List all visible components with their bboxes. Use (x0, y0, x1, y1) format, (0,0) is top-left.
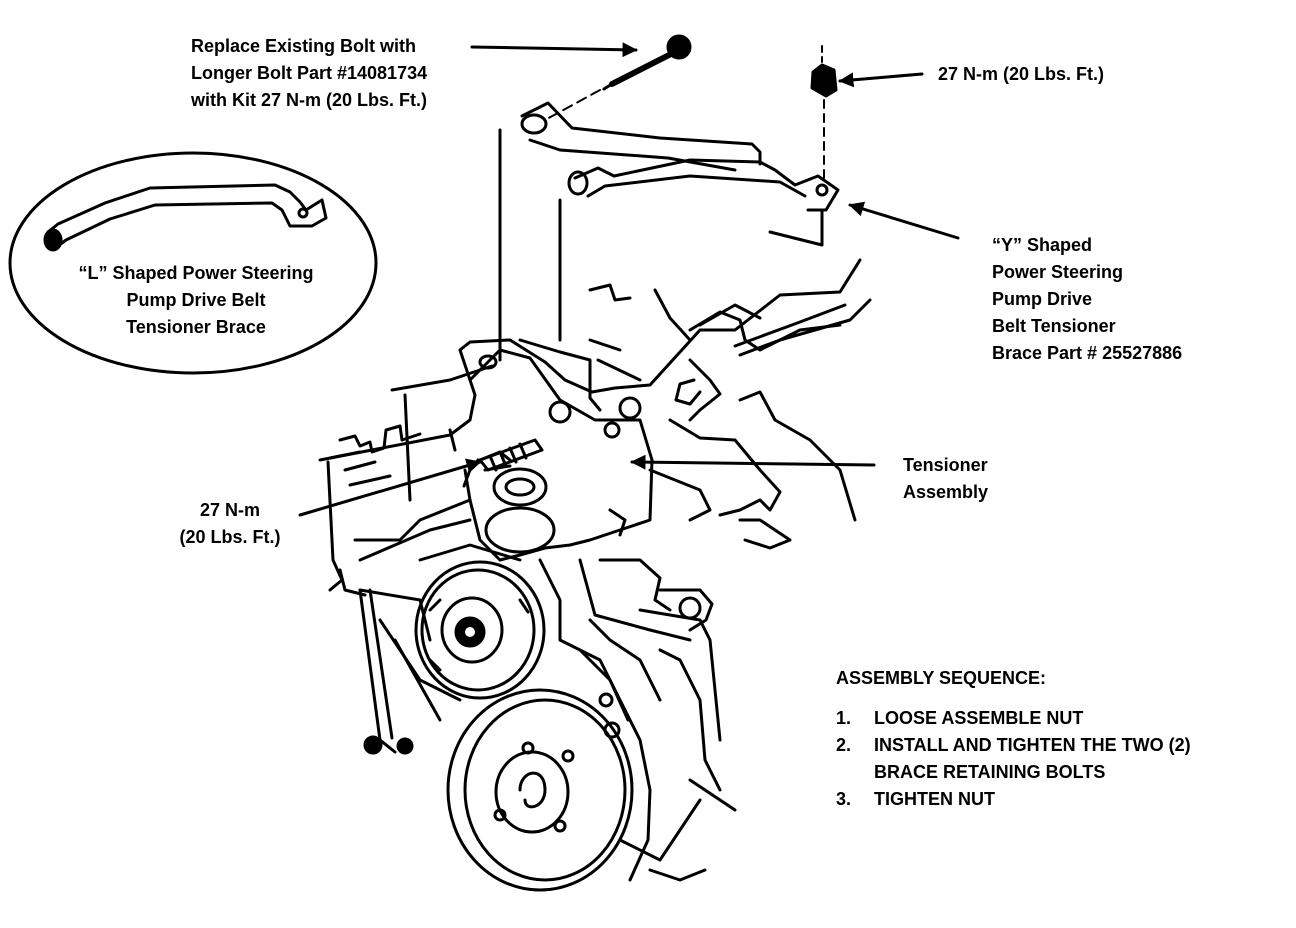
stud-torque-callout: 27 N-m (20 Lbs. Ft.) (160, 497, 300, 551)
engine-block (318, 258, 872, 792)
l-brace-callout: “L” Shaped Power Steering Pump Drive Bel… (46, 260, 346, 341)
sequence-step-text: LOOSE ASSEMBLE NUT (874, 708, 1084, 728)
tensioner-line-2: Assembly (903, 482, 989, 502)
assembly-sequence: ASSEMBLY SEQUENCE: 1. LOOSE ASSEMBLE NUT… (836, 664, 1191, 813)
assembly-sequence-title: ASSEMBLY SEQUENCE: (836, 668, 1047, 688)
l-brace-tube-end (43, 228, 63, 252)
y-brace-leader-arrow (848, 201, 960, 240)
sequence-step-number: 1. (836, 708, 852, 728)
tensioner-stud (478, 438, 544, 472)
nut-torque-line-1: 27 N-m (20 Lbs. Ft.) (938, 64, 1105, 84)
y-brace-line-1: “Y” Shaped (992, 235, 1093, 255)
sequence-step-text: BRACE RETAINING BOLTS (874, 762, 1106, 782)
sequence-step-text: TIGHTEN NUT (874, 789, 995, 809)
nut-torque-callout: 27 N-m (20 Lbs. Ft.) (938, 61, 1104, 88)
y-brace-line-2: Power Steering (992, 262, 1124, 282)
bolt-callout-line-2: Longer Bolt Part #14081734 (191, 63, 428, 83)
water-pump-pulley (446, 638, 737, 892)
stud-torque-line-2: (20 Lbs. Ft.) (179, 527, 281, 547)
tensioner-line-1: Tensioner (903, 455, 988, 475)
sequence-step-1: 1. LOOSE ASSEMBLE NUT (836, 705, 1191, 732)
l-brace-hole (297, 207, 309, 219)
sequence-step-number: 3. (836, 789, 852, 809)
bolt-callout-line-1: Replace Existing Bolt with (191, 36, 417, 56)
brace-nut (810, 45, 838, 183)
y-brace-callout: “Y” Shaped Power Steering Pump Drive Bel… (992, 232, 1182, 367)
bolt-callout: Replace Existing Bolt with Longer Bolt P… (191, 33, 427, 114)
l-brace-line-1: “L” Shaped Power Steering (78, 263, 314, 283)
l-brace-line-2: Pump Drive Belt (126, 290, 266, 310)
nut-leader-arrow (838, 72, 924, 88)
sequence-step-number: 2. (836, 735, 852, 755)
y-brace-part (498, 101, 840, 412)
l-brace-part (46, 183, 328, 248)
l-brace-inset (8, 151, 378, 375)
tensioner-leader-arrow (630, 454, 876, 470)
inset-ellipse (8, 151, 378, 375)
pump-bracket (338, 498, 522, 755)
bolt-leader-arrow (470, 42, 638, 58)
y-brace-line-4: Belt Tensioner (992, 316, 1116, 336)
stud-torque-line-1: 27 N-m (199, 500, 261, 520)
stud-leader-arrow (298, 458, 482, 517)
y-brace-line-5: Brace Part # 25527886 (992, 343, 1183, 363)
tensioner-callout: Tensioner Assembly (903, 452, 988, 506)
sequence-step-3: 3. TIGHTEN NUT (836, 786, 1191, 813)
y-brace-line-3: Pump Drive (992, 289, 1093, 309)
replacement-bolt (544, 34, 692, 121)
sequence-step-2: 2. INSTALL AND TIGHTEN THE TWO (2) BRACE… (836, 732, 1191, 786)
leader-lines (298, 42, 960, 517)
l-brace-line-3: Tensioner Brace (126, 317, 266, 337)
sequence-step-text: INSTALL AND TIGHTEN THE TWO (2) (874, 735, 1191, 755)
bolt-callout-line-3: with Kit 27 N-m (20 Lbs. Ft.) (191, 90, 428, 110)
pump-pulley (414, 560, 546, 700)
